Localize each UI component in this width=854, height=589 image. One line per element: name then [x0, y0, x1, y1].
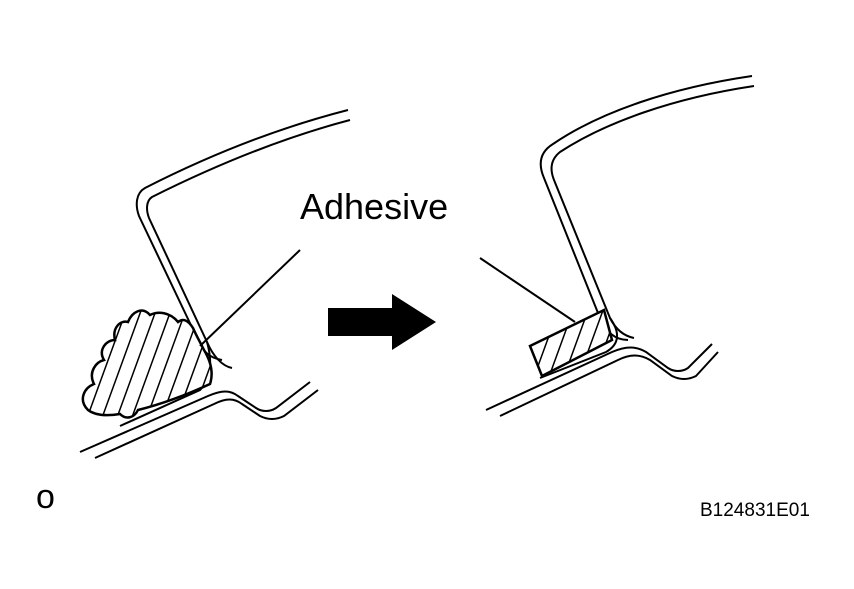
left-adhesive-blob: [81, 309, 213, 419]
right-adhesive-bead: [528, 308, 614, 378]
right-panel-detail: [485, 75, 755, 417]
right-panel-inner-line: [550, 85, 755, 339]
figure-code: B124831E01: [700, 500, 810, 521]
corner-mark: o: [36, 478, 55, 516]
right-wall-joint: [539, 317, 618, 379]
adhesive-leader-lines: [199, 249, 576, 347]
left-leader-line: [199, 249, 301, 347]
right-flange-upper-line: [485, 343, 713, 411]
right-flange-lower-line: [499, 351, 719, 417]
adhesive-label: Adhesive: [300, 186, 448, 227]
right-panel-outer-line: [539, 75, 753, 341]
left-panel-inner-line: [146, 119, 351, 369]
right-leader-line: [479, 257, 576, 323]
left-flange-lower-line: [94, 389, 319, 459]
right-arrow-icon: [328, 294, 436, 350]
left-flange-upper-line: [79, 381, 311, 453]
